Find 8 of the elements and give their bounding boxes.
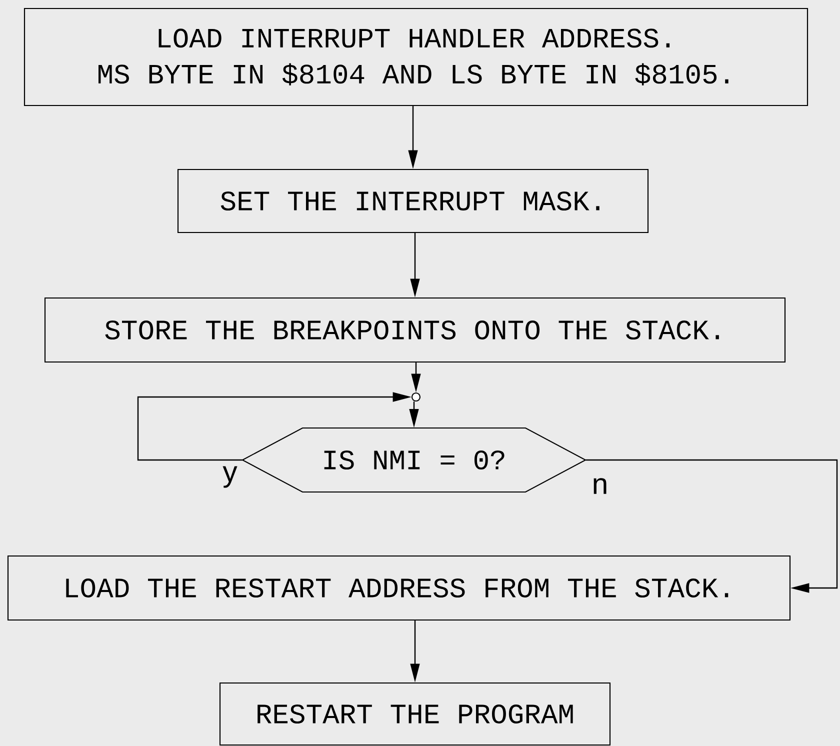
edge-label: y [222, 466, 238, 488]
process-box: LOAD INTERRUPT HANDLER ADDRESS. MS BYTE IN $8104 AND LS BYTE IN $8105. [24, 8, 808, 106]
process-box: SET THE INTERRUPT MASK. [177, 168, 649, 234]
arrow [586, 459, 838, 593]
process-box: STORE THE BREAKPOINTS ONTO THE STACK. [44, 297, 786, 363]
process-box: RESTART THE PROGRAM [219, 682, 611, 746]
process-box: LOAD THE RESTART ADDRESS FROM THE STACK. [7, 555, 791, 621]
edge-label: n [594, 478, 606, 494]
